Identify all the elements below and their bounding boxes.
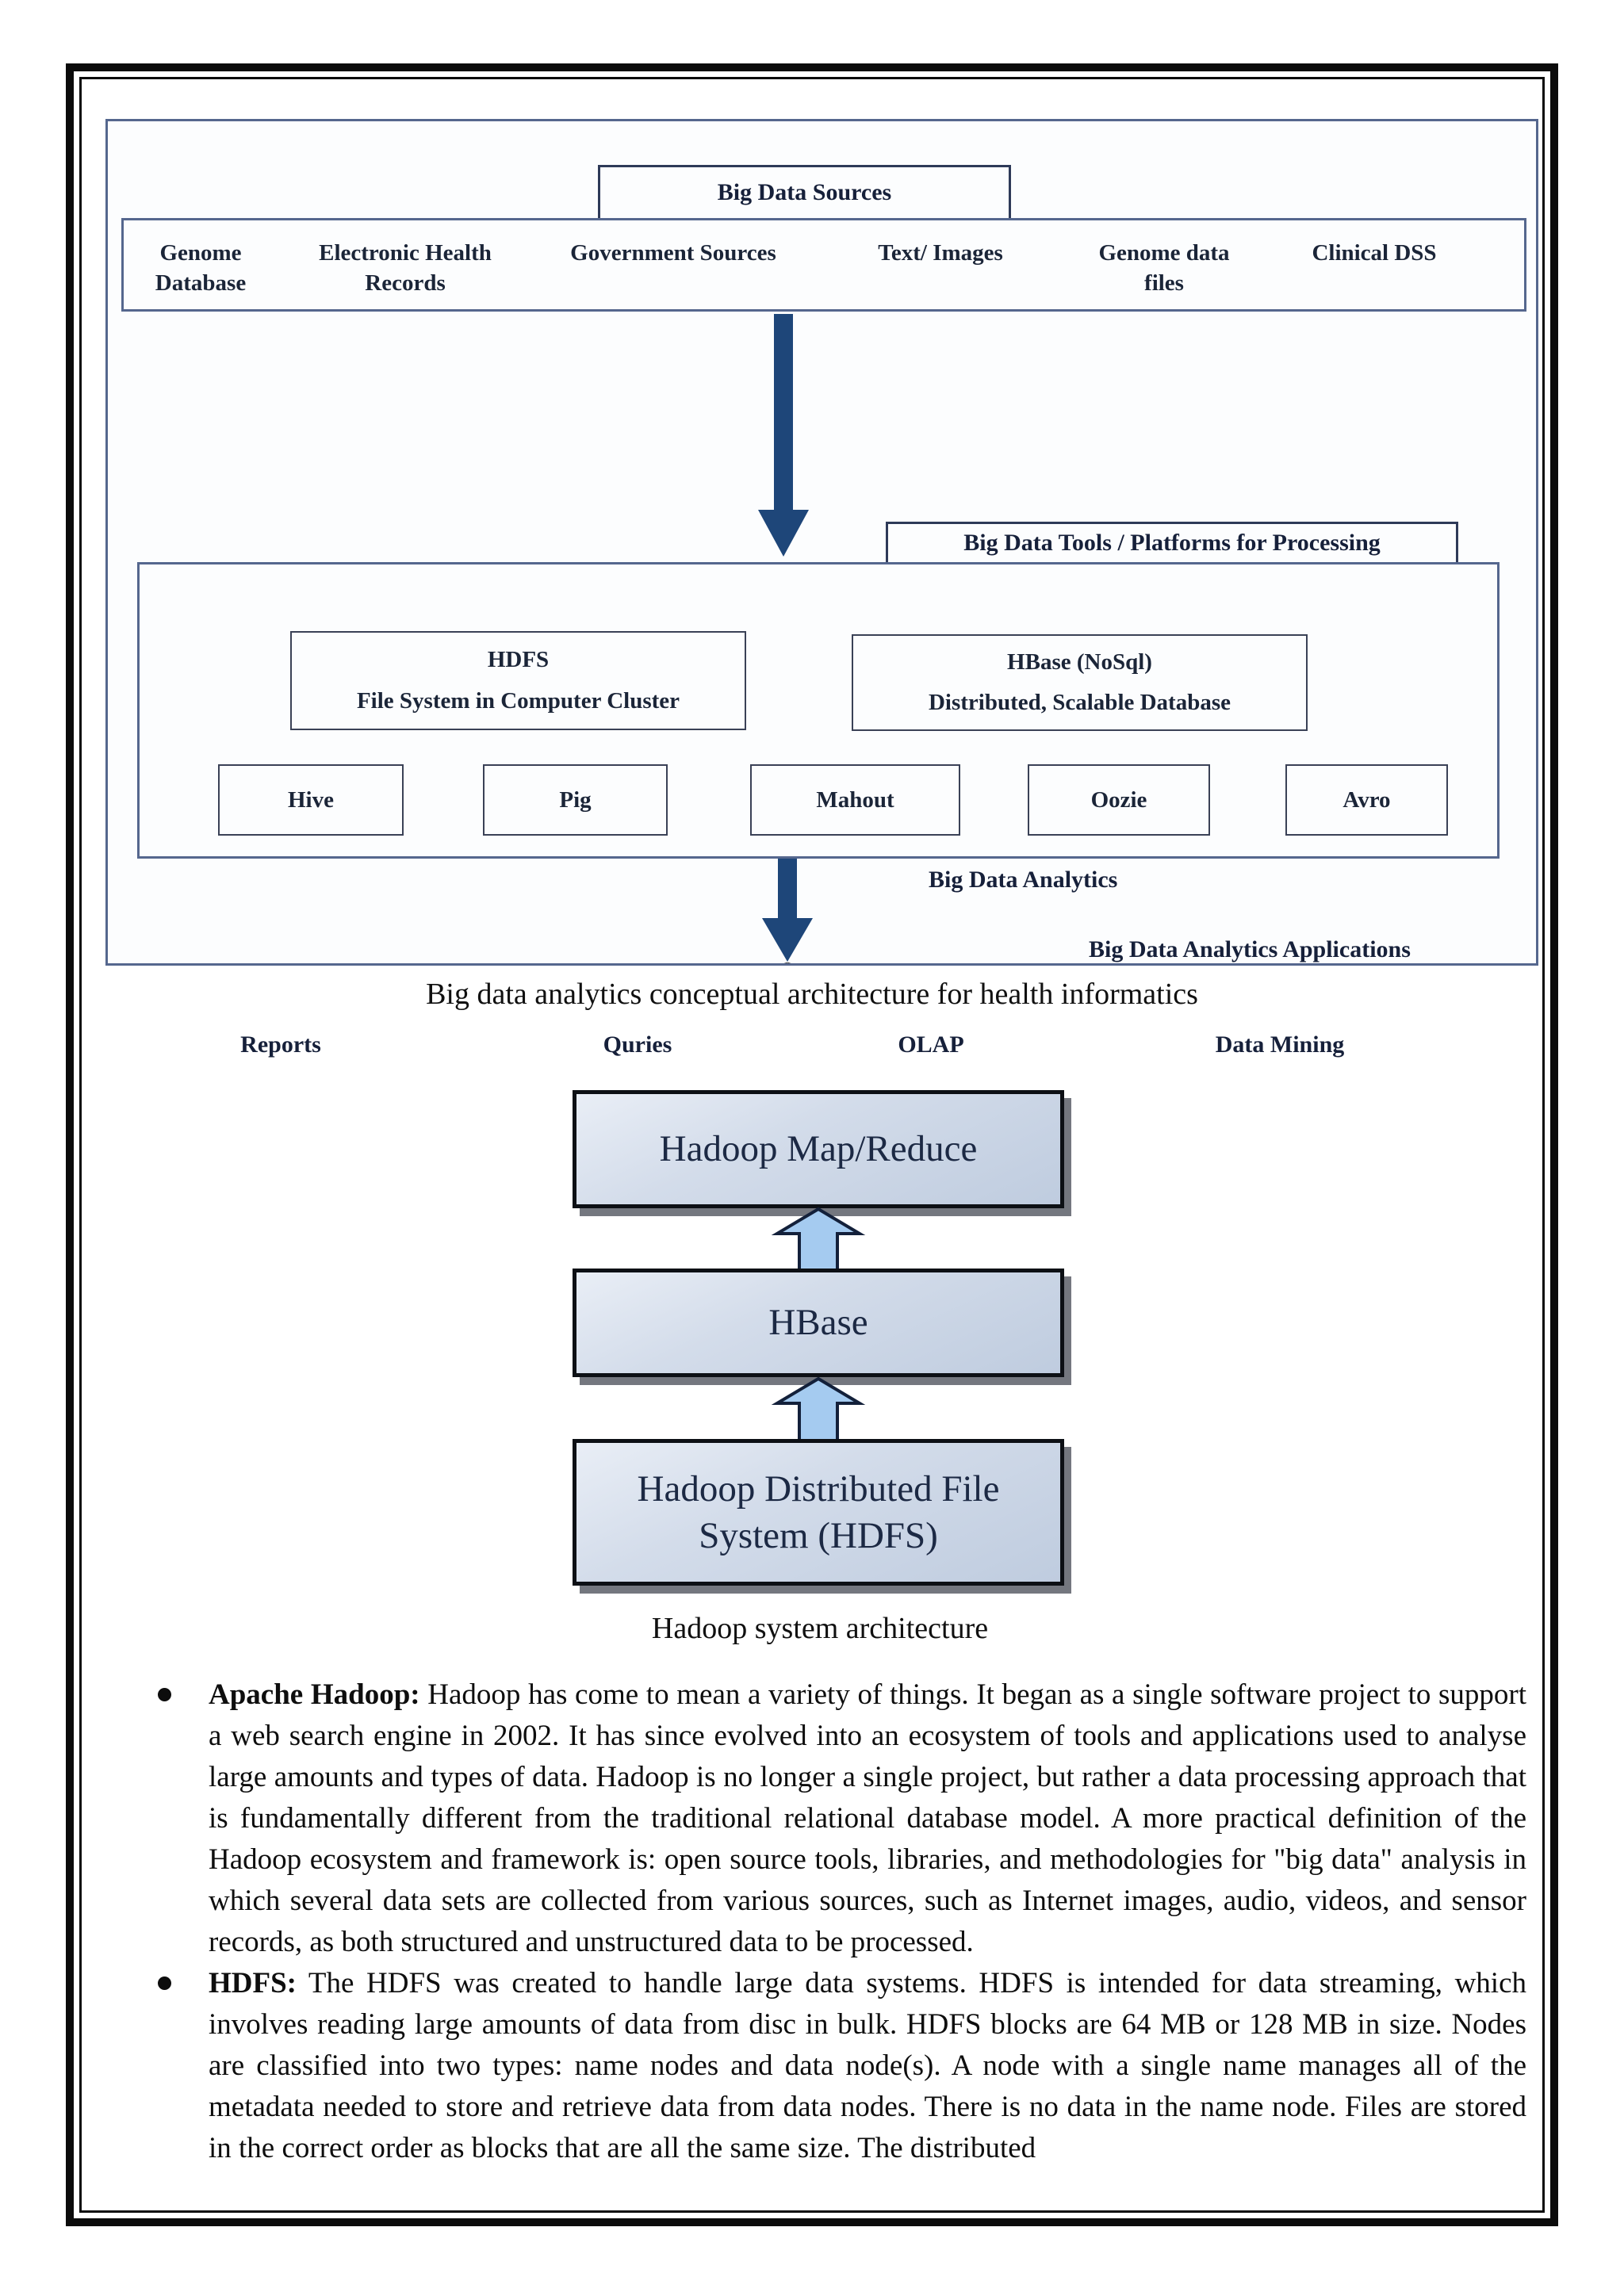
bullet-lead: Apache Hadoop: [209,1678,420,1711]
bullet-lead: HDFS: [209,1967,297,1999]
tool-box-mahout: Mahout [750,764,960,836]
source-clinical-dss: Clinical DSS [1312,240,1437,266]
bullet-body: Hadoop has come to mean a variety of thi… [209,1678,1526,1958]
hbase-box-stack: HBase [573,1269,1064,1377]
data-sources-strip: Genome Database Electronic Health Record… [121,218,1526,312]
hdfs-box-subtitle: File System in Computer Cluster [356,687,680,714]
tool-box-pig: Pig [483,764,668,836]
hdfs-box: HDFS File System in Computer Cluster [290,631,746,730]
big-data-analytics-label: Big Data Analytics [929,867,1118,893]
source-electronic-health-records: Electronic Health Records [319,240,492,297]
body-text: Apache Hadoop: Hadoop has come to mean a… [105,1674,1526,2169]
output-data-mining: Data Mining [1215,1031,1345,1058]
hdfs-stack-box: Hadoop Distributed File System (HDFS) [573,1439,1064,1586]
source-government-sources: Government Sources [570,240,776,266]
tool-box-oozie: Oozie [1028,764,1210,836]
hbase-box-title: HBase (NoSql) [1007,649,1152,675]
tool-box-avro: Avro [1285,764,1448,836]
big-data-analytics-applications-label: Big Data Analytics Applications [1089,936,1411,962]
output-reports: Reports [240,1031,321,1058]
source-text-images: Text/ Images [878,240,1003,266]
hbase-box-subtitle: Distributed, Scalable Database [928,689,1231,715]
output-quries: Quries [603,1031,672,1058]
page-border-frame-inner [79,77,1545,2213]
hadoop-mapreduce-box: Hadoop Map/Reduce [573,1090,1064,1208]
hdfs-box-title: HDFS [487,647,550,673]
hbase-box: HBase (NoSql) Distributed, Scalable Data… [852,634,1308,731]
big-data-sources-label-box: Big Data Sources [598,165,1011,220]
bullet-apache-hadoop: Apache Hadoop: Hadoop has come to mean a… [105,1674,1526,1963]
sources-to-tools-arrow [758,314,809,557]
bullet-dot [158,1976,171,1990]
hdfs-to-hbase-up-arrow [771,1376,866,1443]
tools-to-analytics-arrow [762,859,813,962]
source-genome-database: Genome Database [155,240,247,297]
big-data-architecture-diagram: Big Data Sources Genome Database Electro… [105,119,1538,1058]
diagram2-caption: Hadoop system architecture [651,1612,989,1645]
diagram-arrows-layer [758,314,813,963]
tool-box-hive: Hive [218,764,404,836]
source-genome-data-files: Genome data files [1098,240,1230,297]
hbase-to-mapreduce-up-arrow [771,1207,866,1273]
bullet-hdfs: HDFS: The HDFS was created to handle lar… [105,1963,1526,2169]
bullet-dot [158,1688,171,1701]
diagram1-caption: Big data analytics conceptual architectu… [426,978,1198,1011]
big-data-tools-label-box: Big Data Tools / Platforms for Processin… [886,522,1458,564]
processing-tools-box: HDFS File System in Computer Cluster HBa… [137,562,1500,859]
bullet-body: The HDFS was created to handle large dat… [209,1967,1526,2164]
output-olap: OLAP [898,1031,964,1058]
